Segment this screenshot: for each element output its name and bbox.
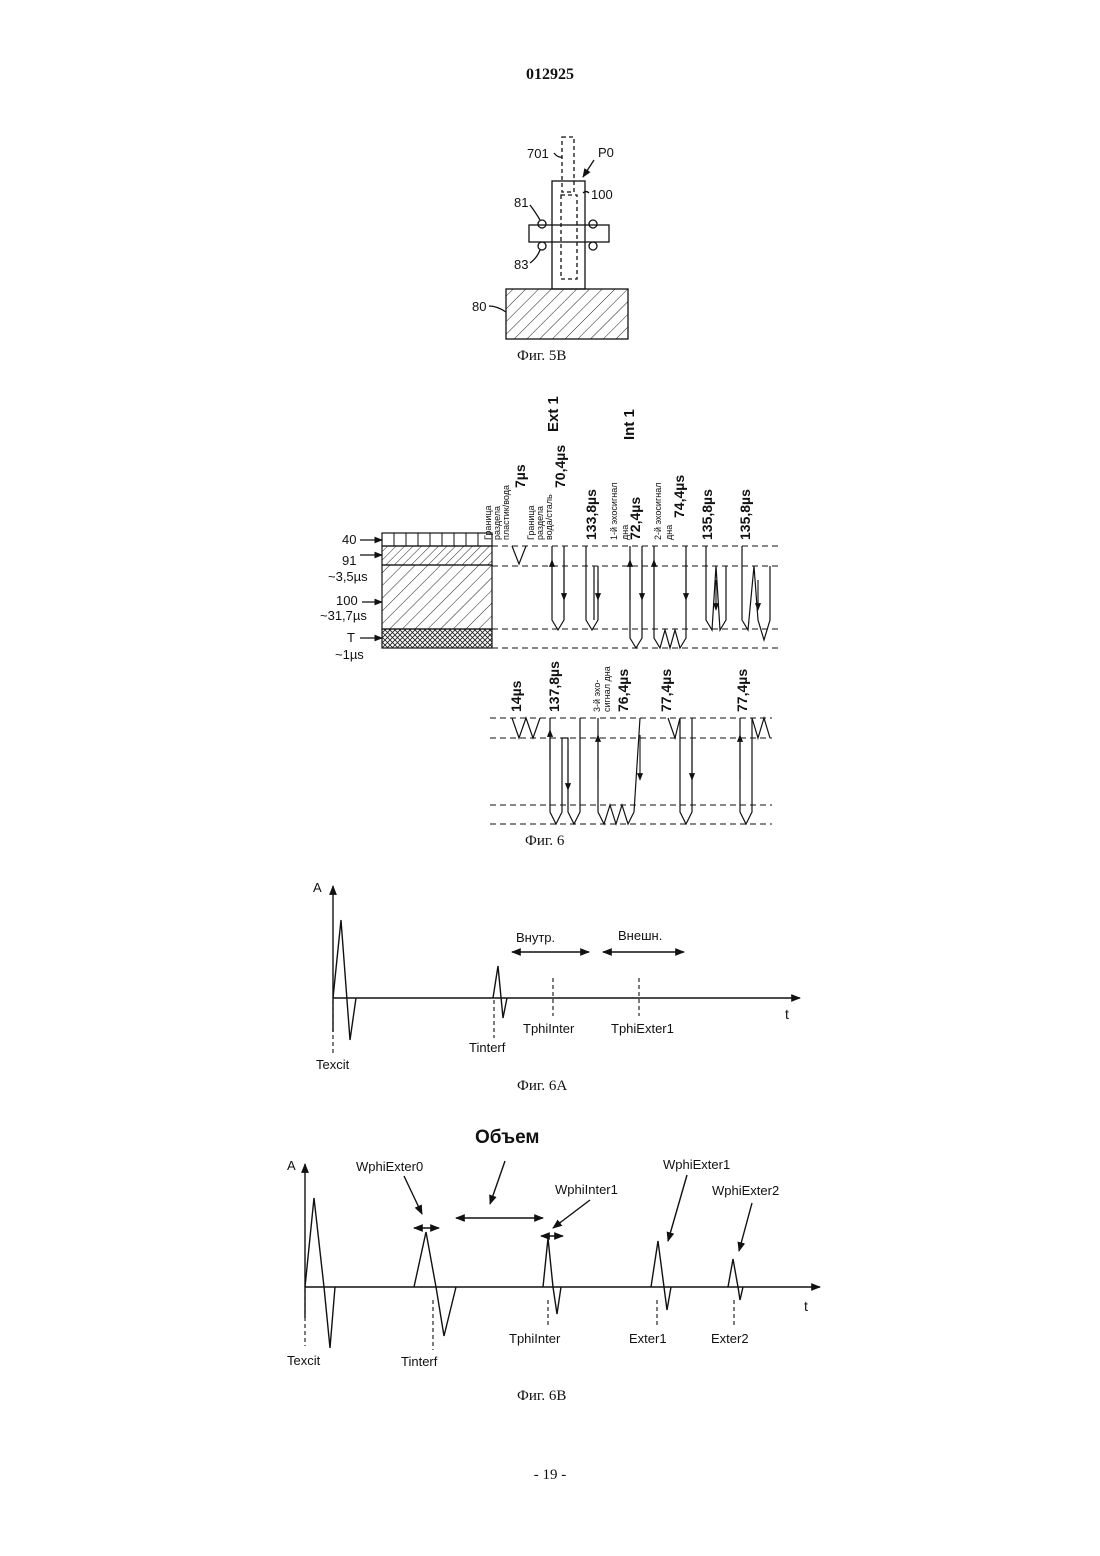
layer-100: 100: [336, 593, 358, 608]
figure-6-dashed-lines-row1: [492, 546, 780, 648]
caption-fig6a: Фиг. 6A: [517, 1078, 567, 1095]
figure-6-layers: [360, 533, 492, 648]
label-tphiinter-b: TphiInter: [509, 1331, 561, 1346]
t-133-8us: 133,8µs: [583, 489, 599, 540]
note-e1a: 1-й эхосигнал: [609, 483, 619, 540]
fig6b-x-axis: t: [804, 1298, 808, 1314]
figure-5b: [489, 137, 628, 339]
caption-fig6: Фиг. 6: [525, 833, 564, 850]
note-c3: вода/сталь: [544, 494, 554, 540]
label-tinterf-b: Tinterf: [401, 1354, 438, 1369]
t-137-8us: 137,8µs: [546, 661, 562, 712]
label-100: 100: [591, 187, 613, 202]
label-701: 701: [527, 146, 549, 161]
layer-91: 91: [342, 553, 356, 568]
figure-6-top-labels: Ext 1 Int 1: [545, 396, 638, 440]
figure-6-dashed-lines-row2: [490, 718, 772, 824]
label-80: 80: [472, 299, 486, 314]
note-e1b: дна: [620, 525, 630, 540]
label-tphiinter-a: TphiInter: [523, 1021, 575, 1036]
layer-100-time: ~31,7µs: [320, 608, 367, 623]
label-vnesh: Внешн.: [618, 928, 662, 943]
note-e2b: дна: [664, 525, 674, 540]
note-e3b: сигнал дна: [602, 666, 612, 712]
t-76-4us: 76,4µs: [615, 669, 631, 712]
layer-40: 40: [342, 532, 356, 547]
caption-fig6b: Фиг. 6B: [517, 1388, 566, 1405]
note-b3: пластик/вода: [501, 485, 511, 540]
label-ext1: Ext 1: [545, 396, 562, 432]
label-texcit-a: Texcit: [316, 1057, 350, 1072]
page-number: - 19 -: [0, 1467, 1100, 1484]
label-tphiexter1: TphiExter1: [611, 1021, 674, 1036]
t-14us: 14µs: [508, 680, 524, 712]
figure-6-row1-notes: Граница раздела пластик/вода Граница раз…: [483, 483, 674, 540]
label-vnutr: Внутр.: [516, 930, 555, 945]
fig6b-y-axis: A: [287, 1158, 296, 1173]
t-135-8us-b: 135,8µs: [737, 489, 753, 540]
label-tinterf-a: Tinterf: [469, 1040, 506, 1055]
figure-6-row2-notes: 3-й эхо- сигнал дна: [592, 666, 612, 712]
layer-t: T: [347, 630, 355, 645]
figure-6-arrows-row2: [550, 730, 740, 790]
figure-6-row2-labels: 14µs 137,8µs 76,4µs 77,4µs 77,4µs: [508, 661, 750, 712]
label-wphiexter1: WphiExter1: [663, 1157, 730, 1172]
label-int1: Int 1: [621, 409, 638, 440]
layer-91-time: ~3,5µs: [328, 569, 368, 584]
label-texcit-b: Texcit: [287, 1353, 321, 1368]
figure-6-paths-row2: [512, 718, 770, 824]
fig6a-x-axis: t: [785, 1006, 789, 1022]
note-e2a: 2-й эхосигнал: [653, 483, 663, 540]
label-wphiinter1: WphiInter1: [555, 1182, 618, 1197]
t-77-4us-a: 77,4µs: [658, 669, 674, 712]
label-wphiexter2: WphiExter2: [712, 1183, 779, 1198]
label-83: 83: [514, 257, 528, 272]
figure-6-arrows-row1: [552, 560, 758, 610]
label-exter2: Exter2: [711, 1331, 749, 1346]
layer-t-time: ~1µs: [335, 647, 364, 662]
label-wphiexter0: WphiExter0: [356, 1159, 423, 1174]
figure-6-paths-row1: [512, 546, 770, 648]
t-7us: 7µs: [512, 464, 528, 488]
label-exter1: Exter1: [629, 1331, 667, 1346]
label-volume: Объем: [475, 1127, 540, 1148]
fig6a-y-axis: A: [313, 880, 322, 895]
caption-fig5b: Фиг. 5B: [517, 348, 566, 365]
t-74-4us: 74,4µs: [671, 475, 687, 518]
t-70-4us: 70,4µs: [552, 445, 568, 488]
label-p0: P0: [598, 145, 614, 160]
t-135-8us-a: 135,8µs: [699, 489, 715, 540]
label-81: 81: [514, 195, 528, 210]
t-77-4us-b: 77,4µs: [734, 669, 750, 712]
note-e3a: 3-й эхо-: [592, 680, 602, 712]
